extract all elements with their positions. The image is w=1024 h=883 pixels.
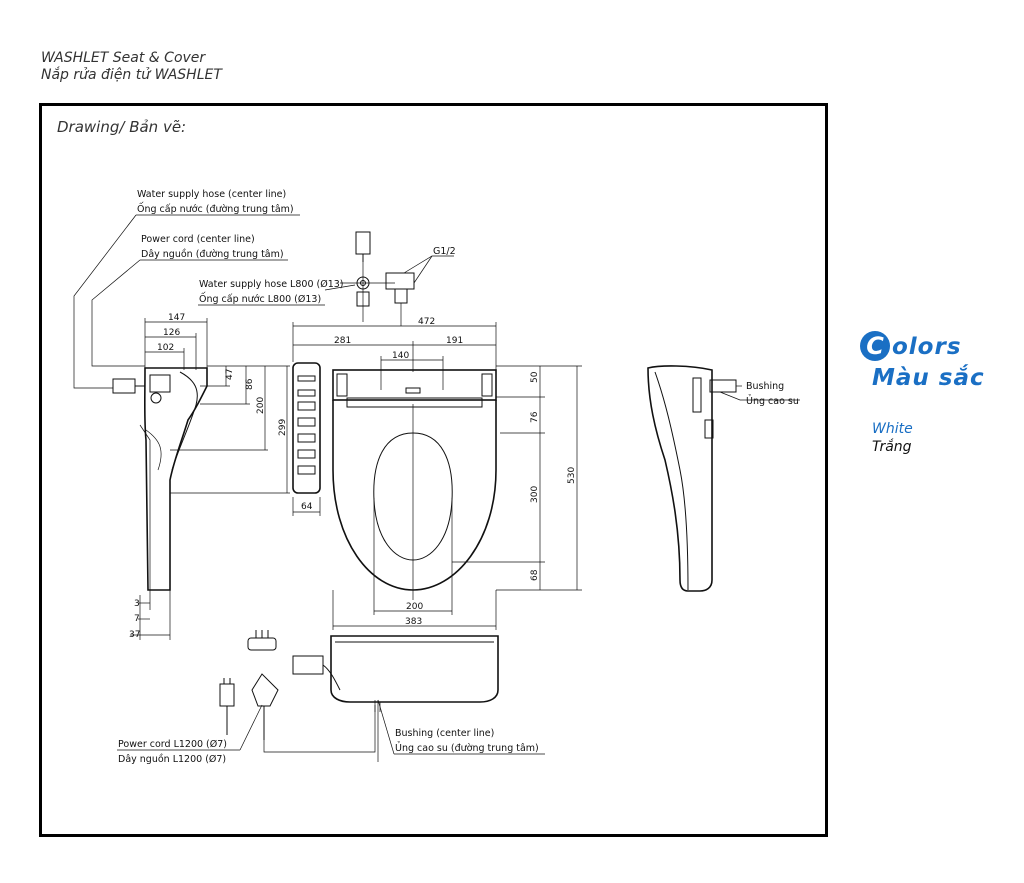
dim-126: 126: [163, 328, 180, 338]
remote-control: 64: [292, 362, 321, 516]
dim-50: 50: [530, 371, 540, 383]
dim-140: 140: [392, 351, 409, 361]
front-view: [219, 630, 499, 762]
dim-383: 383: [405, 617, 422, 627]
dim-281: 281: [334, 336, 351, 346]
drawing-frame: [39, 103, 828, 837]
dim-64: 64: [301, 502, 313, 512]
callout-power-cord-center-vi: Dây nguồn (đường trung tâm): [141, 249, 284, 260]
callout-power-cord-center-en: Power cord (center line): [141, 234, 255, 245]
dim-76: 76: [530, 411, 540, 423]
side-view-right: [647, 365, 800, 592]
side-view-left: 147 126 102 47 86 200 299 3 7 37: [73, 214, 290, 640]
callout-bushing-en: Bushing: [746, 381, 784, 392]
dim-299: 299: [278, 419, 288, 436]
top-view-seat: 472 281 191 140 50 76 300 68 530 200 383: [292, 317, 582, 630]
dim-102: 102: [157, 343, 174, 353]
dim-191: 191: [446, 336, 463, 346]
colors-title-vi: Màu sắc: [872, 365, 985, 391]
dim-200-horizontal: 200: [406, 602, 423, 612]
colors-title: olors: [892, 334, 962, 360]
callout-bushing-center-vi: Ủng cao su (đường trung tâm): [395, 742, 539, 754]
color-option-vi: Trắng: [872, 439, 912, 455]
callout-bushing-vi: Ủng cao su: [746, 395, 799, 407]
colors-title-initial: C: [860, 331, 890, 361]
dim-200-vertical: 200: [256, 397, 266, 414]
dim-300: 300: [530, 486, 540, 503]
dim-47: 47: [225, 369, 235, 380]
dim-3: 3: [134, 599, 140, 609]
water-fittings: G1/2: [340, 231, 456, 326]
dim-7: 7: [134, 614, 140, 624]
dim-86: 86: [245, 378, 255, 390]
callout-bushing-center-en: Bushing (center line): [395, 728, 494, 739]
drawing-label: Drawing/ Bản vẽ:: [57, 118, 187, 136]
callout-water-hose-l800-vi: Ống cấp nước L800 (Ø13): [199, 292, 321, 305]
callout-water-hose-l800-en: Water supply hose L800 (Ø13): [199, 279, 344, 290]
callout-thread: G1/2: [433, 246, 456, 257]
dim-147: 147: [168, 313, 185, 323]
callout-power-cord-l1200-vi: Dây nguồn L1200 (Ø7): [118, 754, 226, 765]
product-title-vi: Nắp rửa điện tử WASHLET: [41, 67, 222, 83]
product-title-en: WASHLET Seat & Cover: [41, 50, 206, 66]
dim-68: 68: [530, 569, 540, 581]
callout-water-hose-center-vi: Ống cấp nước (đường trung tâm): [137, 202, 294, 215]
dim-37: 37: [129, 630, 140, 640]
callout-power-cord-l1200-en: Power cord L1200 (Ø7): [118, 739, 227, 750]
color-option-en: White: [872, 421, 913, 437]
dim-472: 472: [418, 317, 435, 327]
callout-water-hose-center-en: Water supply hose (center line): [137, 189, 286, 200]
dim-530: 530: [567, 467, 577, 484]
